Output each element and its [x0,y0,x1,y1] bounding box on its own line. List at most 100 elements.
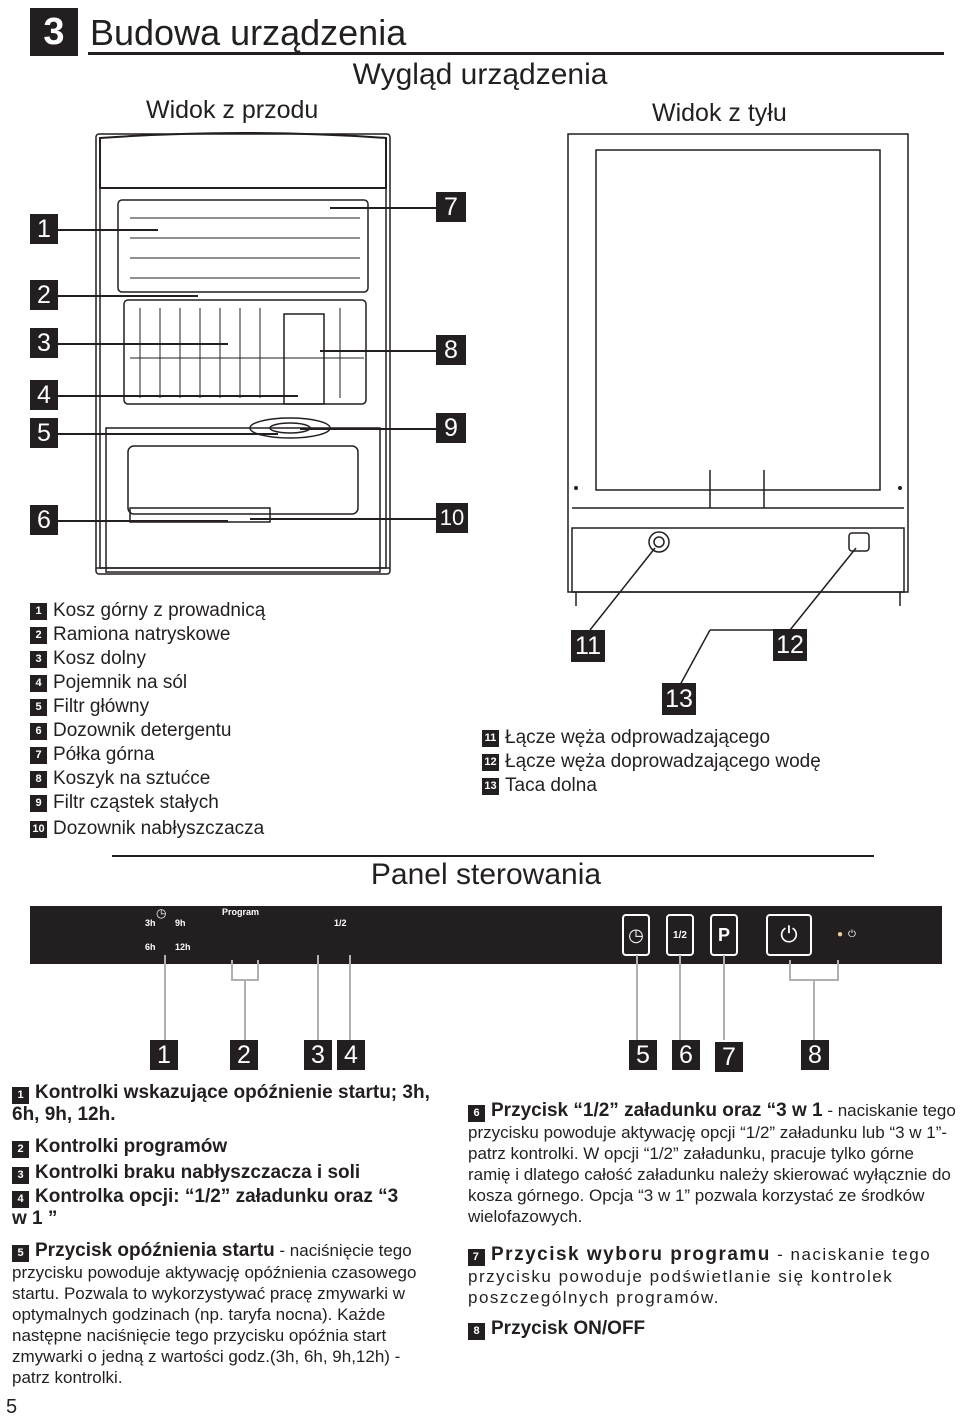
front-view-drawing [95,132,391,575]
callout-3: 3 [30,328,58,358]
legend-label: Koszyk na sztućce [53,768,211,789]
section-number: 3 [30,8,78,56]
power-symbol-icon: ⏻ [848,929,856,940]
legend-label: Kosz górny z prowadnicą [53,600,266,621]
panel-leaders [164,955,839,1040]
panel-callout-3: 3 [304,1040,332,1070]
legend-item: 7 Półka górna [30,744,154,766]
legend-label: Łącze węża odprowadzającego [505,727,771,748]
callout-11: 11 [571,630,605,662]
panel-rule [112,855,874,857]
legend-number: 12 [482,753,499,771]
legend-item: 11 Łącze węża odprowadzającego [482,727,770,749]
description-2: 2 Kontrolki programów [12,1136,432,1158]
callout-13: 13 [662,683,696,715]
legend-number: 11 [482,729,499,747]
panel-callout-8: 8 [801,1040,829,1070]
description-title: Kontrolki wskazujące opóźnienie startu; … [12,1082,430,1125]
description-title: Kontrolki braku nabłyszczacza i soli [35,1162,361,1183]
description-text: - naciskanie tego przycisku powoduje pod… [468,1245,932,1307]
half-load-button[interactable]: 1/2 [666,914,694,956]
callout-4: 4 [30,380,58,410]
clock-icon: ◷ [156,906,167,920]
power-icon: ⏻ [780,922,798,947]
power-led-icon: ● [837,929,844,940]
legend-label: Dozownik nabłyszczacza [53,818,265,839]
panel-callout-6: 6 [672,1040,700,1070]
description-text: - naciskanie tego przycisku powoduje akt… [468,1101,956,1226]
panel-callout-2: 2 [230,1040,258,1070]
leader-6 [58,520,228,522]
page-subtitle: Wygląd urządzenia [352,58,608,91]
back-leaders [589,547,857,686]
indicator-9h: 9h [175,918,186,928]
leader-4 [58,395,298,397]
description-number: 4 [12,1191,29,1208]
callout-1: 1 [30,214,58,244]
program-button[interactable]: P [710,914,738,956]
description-7: 7 Przycisk wyboru programu - naciskanie t… [468,1244,960,1308]
legend-number: 9 [30,794,47,812]
legend-number: 8 [30,770,47,788]
clock-icon: ◷ [628,924,644,945]
leader-2 [58,295,198,297]
legend-label: Taca dolna [505,775,597,796]
legend-label: Łącze węża doprowadzającego wodę [505,751,821,772]
leader-8 [320,350,436,352]
leader-7 [330,207,436,209]
callout-12: 12 [773,629,807,661]
description-number: 3 [12,1167,29,1184]
legend-item: 12 Łącze węża doprowadzającego wodę [482,751,821,773]
description-number: 2 [12,1141,29,1158]
indicator-3h: 3h [145,918,156,928]
legend-item: 1 Kosz górny z prowadnicą [30,600,265,622]
description-number: 7 [468,1249,485,1266]
leader-9 [300,428,436,430]
description-title: Kontrolka opcji: “1/2” załadunku oraz “3… [12,1186,399,1229]
section-rule [88,52,944,55]
callout-7: 7 [436,192,466,222]
power-button[interactable]: ⏻ [766,914,812,956]
legend-label: Filtr cząstek stałych [53,792,219,813]
legend-number: 7 [30,746,47,764]
legend-number: 1 [30,602,47,620]
legend-number: 10 [30,820,47,838]
description-3: 3 Kontrolki braku nabłyszczacza i soli [12,1162,432,1184]
callout-10: 10 [436,503,468,533]
page-number: 5 [6,1396,18,1418]
leader-1 [58,229,158,231]
delay-start-button[interactable]: ◷ [622,914,650,956]
section-title: Budowa urządzenia [90,12,407,53]
legend-number: 6 [30,722,47,740]
panel-callout-1: 1 [150,1040,178,1070]
legend-item: 6 Dozownik detergentu [30,720,232,742]
panel-title: Panel sterowania [370,858,602,891]
back-view-label: Widok z tyłu [652,99,787,127]
description-title: Kontrolki programów [35,1136,228,1157]
legend-number: 5 [30,698,47,716]
description-title: Przycisk opóźnienia startu [35,1240,275,1261]
description-text: - naciśnięcie tego przycisku powoduje ak… [12,1241,417,1387]
legend-label: Półka górna [53,744,155,765]
description-title: Przycisk “1/2” załadunku oraz “3 w 1 [491,1100,823,1121]
half-load-indicator-label: 1/2 [334,918,347,928]
description-number: 8 [468,1323,485,1340]
description-title: Przycisk ON/OFF [491,1318,646,1339]
legend-label: Dozownik detergentu [53,720,232,741]
legend-number: 13 [482,777,499,795]
panel-callout-4: 4 [337,1040,365,1070]
description-title: Przycisk wyboru programu [491,1244,771,1265]
leader-5 [58,433,278,435]
leader-3 [58,343,228,345]
legend-number: 2 [30,626,47,644]
legend-item: 10 Dozownik nabłyszczacza [30,818,264,840]
front-view-label: Widok z przodu [146,96,319,124]
legend-label: Ramiona natryskowe [53,624,231,645]
